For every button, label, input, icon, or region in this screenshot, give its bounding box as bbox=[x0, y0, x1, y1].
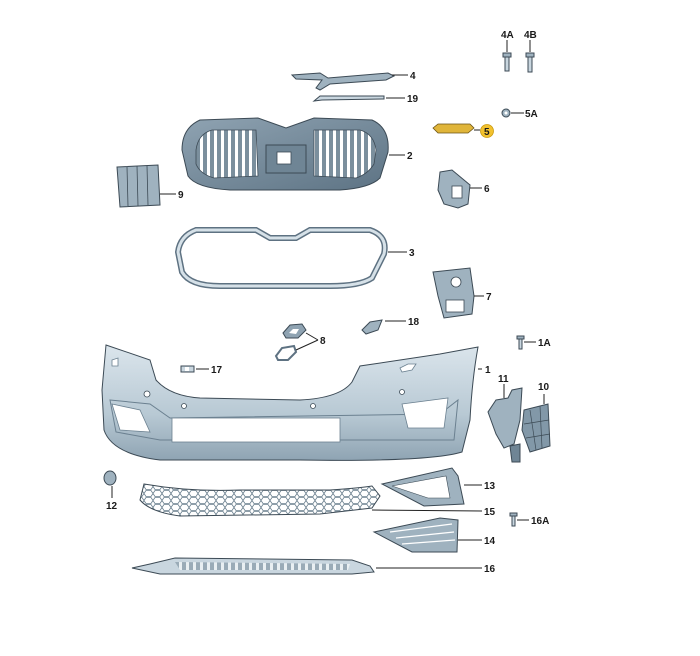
part-4-upper-trim[interactable]: 4 bbox=[290, 71, 416, 91]
callout-1: 1 bbox=[485, 365, 491, 376]
part-16a-screw[interactable]: 16A bbox=[509, 512, 549, 527]
callout-5: 5 bbox=[484, 127, 490, 138]
callout-16a: 16A bbox=[531, 516, 549, 527]
part-18-washer-cover[interactable]: 18 bbox=[361, 317, 420, 335]
part-8-washer-frames[interactable]: 8 bbox=[274, 323, 326, 361]
callout-19: 19 bbox=[407, 94, 419, 105]
callout-4b: 4B bbox=[524, 30, 537, 41]
part-10-side-grille[interactable]: 10 bbox=[521, 382, 551, 453]
part-11-air-duct-bracket[interactable]: 11 bbox=[487, 374, 523, 463]
callout-13: 13 bbox=[484, 481, 496, 492]
callout-6: 6 bbox=[484, 184, 490, 195]
part-16-spoiler-lip[interactable]: 16 bbox=[131, 557, 496, 575]
callout-16: 16 bbox=[484, 564, 496, 575]
highlight-badge bbox=[480, 124, 494, 138]
part-5a-nut[interactable]: 5A bbox=[501, 108, 538, 120]
callout-5a: 5A bbox=[525, 109, 538, 120]
part-14-side-grille-insert[interactable]: 14 bbox=[372, 517, 496, 553]
callout-1a: 1A bbox=[538, 338, 551, 349]
callout-4a: 4A bbox=[501, 30, 514, 41]
part-12-tow-eye-cap[interactable]: 12 bbox=[103, 470, 118, 512]
part-1-front-bumper[interactable]: 1 bbox=[101, 344, 491, 461]
part-15-lower-grille[interactable]: 15 bbox=[139, 483, 496, 518]
part-19-grille-trim[interactable]: 19 bbox=[312, 94, 419, 105]
part-4b-screw[interactable]: 4B bbox=[524, 30, 537, 73]
part-6-side-guide[interactable]: 6 bbox=[437, 169, 490, 209]
callout-18: 18 bbox=[408, 317, 420, 328]
part-7-mounting-bracket[interactable]: 7 bbox=[432, 267, 492, 319]
part-1a-screw[interactable]: 1A bbox=[516, 335, 551, 350]
callout-4: 4 bbox=[410, 71, 416, 82]
callout-17: 17 bbox=[211, 365, 223, 376]
callout-15: 15 bbox=[484, 507, 496, 518]
part-3-grille-frame[interactable]: 3 bbox=[174, 227, 415, 289]
callout-3: 3 bbox=[409, 248, 415, 259]
callout-10: 10 bbox=[538, 382, 550, 393]
callout-9: 9 bbox=[178, 190, 184, 201]
part-5-bracket-highlighted[interactable]: 5 bbox=[432, 123, 494, 138]
callout-2: 2 bbox=[407, 151, 413, 162]
part-17-clip[interactable]: 17 bbox=[180, 365, 223, 376]
part-13-fog-light-trim[interactable]: 13 bbox=[380, 467, 496, 507]
part-2-radiator-grille[interactable]: 2 bbox=[181, 117, 413, 191]
part-9-air-guide-louvre[interactable]: 9 bbox=[116, 164, 184, 208]
callout-14: 14 bbox=[484, 536, 496, 547]
callout-11: 11 bbox=[498, 374, 509, 385]
callout-7: 7 bbox=[486, 292, 492, 303]
part-4a-rivet[interactable]: 4A bbox=[501, 30, 514, 72]
callout-8: 8 bbox=[320, 336, 326, 347]
callout-12: 12 bbox=[106, 501, 118, 512]
